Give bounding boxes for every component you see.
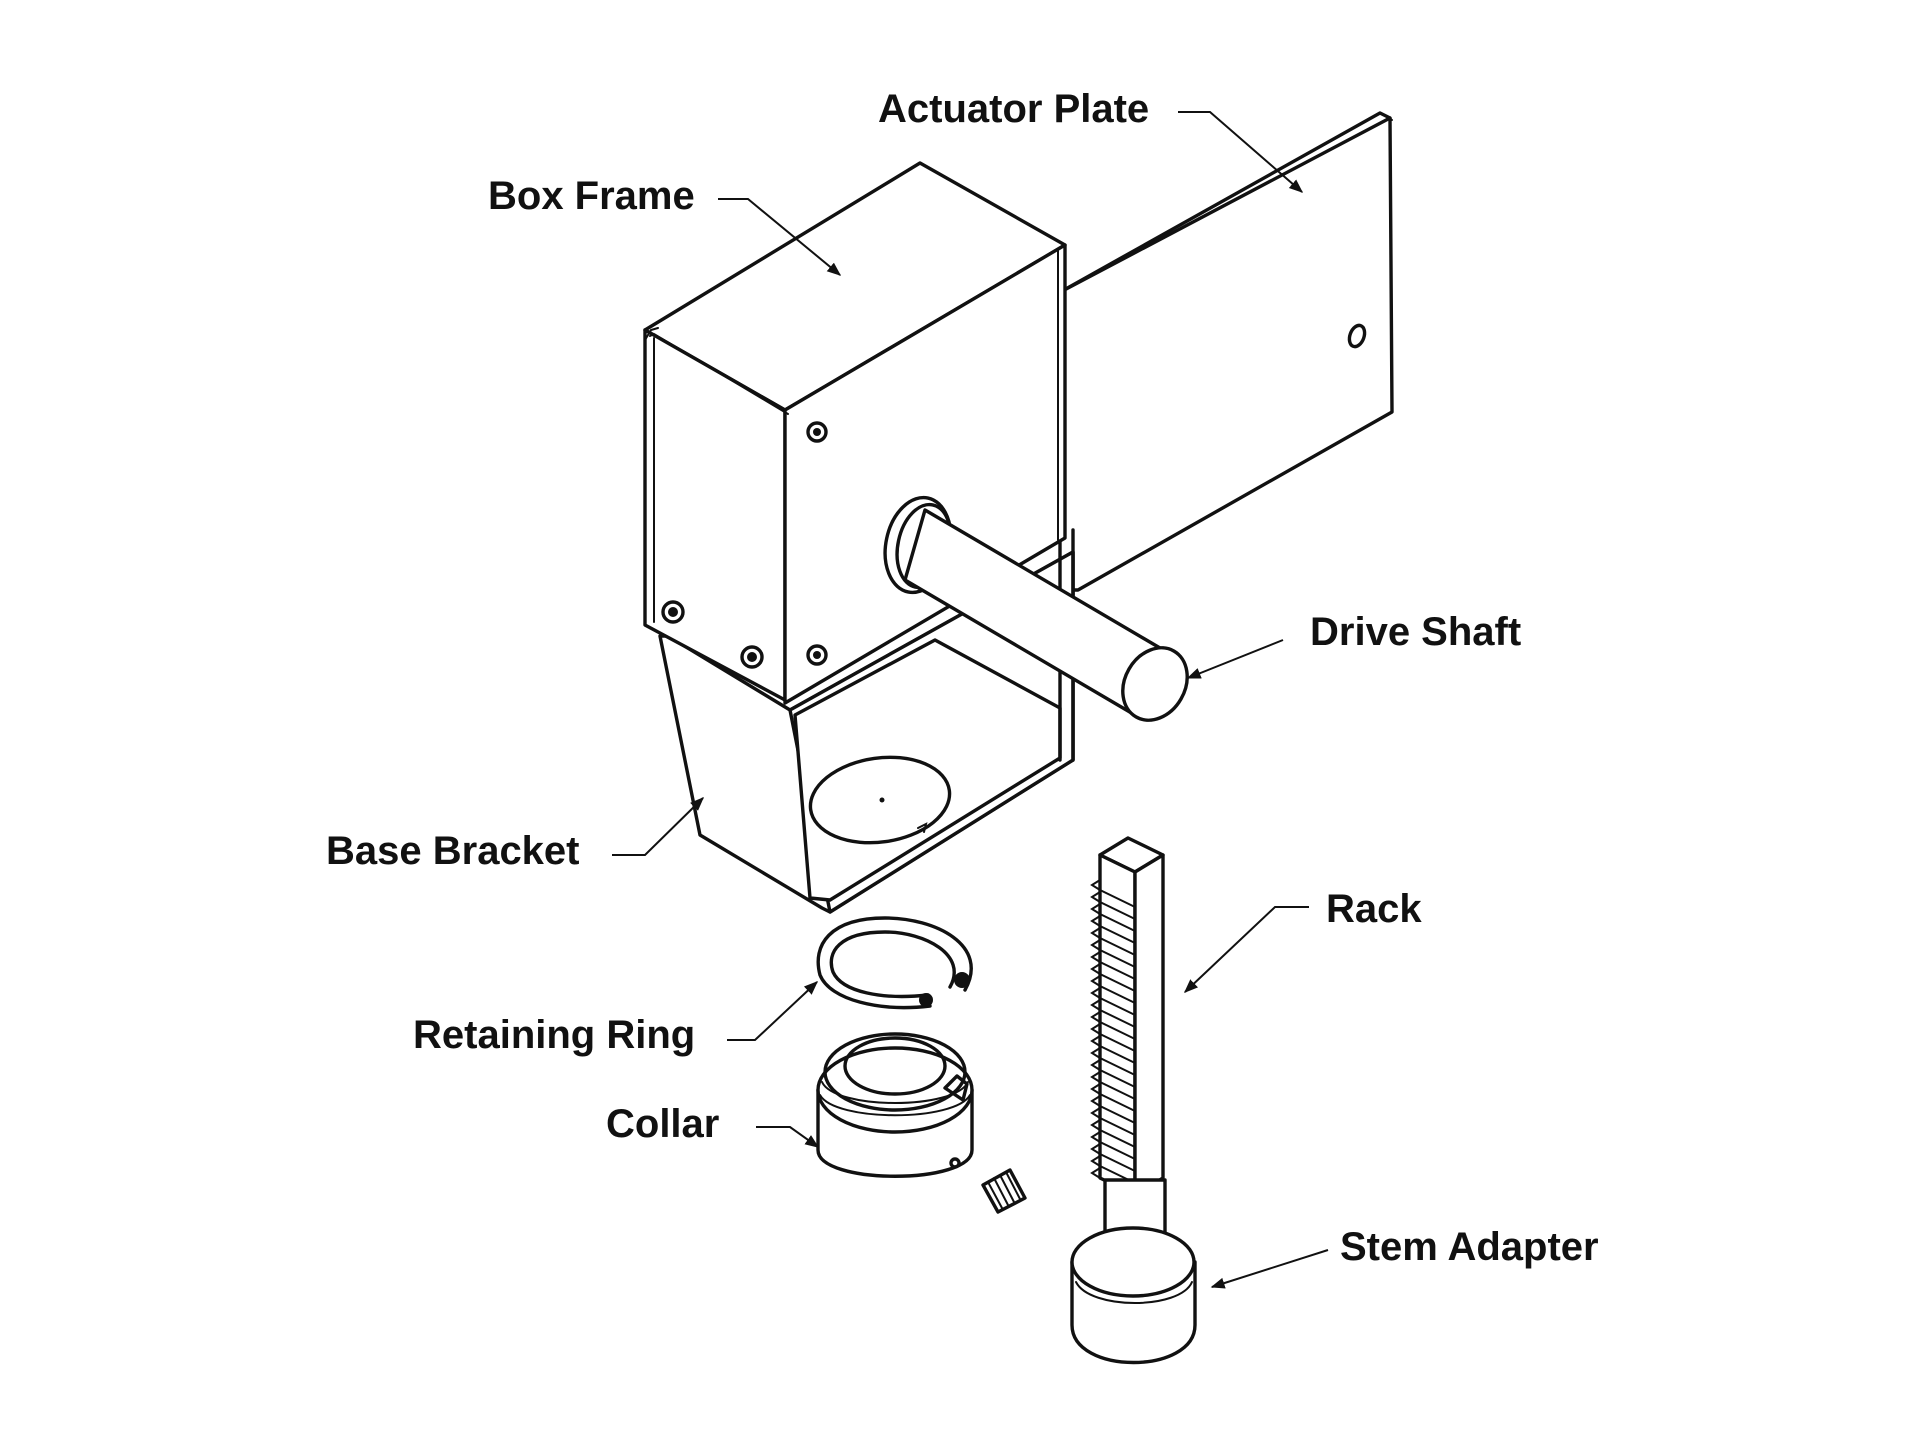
rack-tooth [1090,927,1136,956]
rack-tooth [1090,939,1136,968]
rack-tooth [1090,975,1136,1004]
rack-tooth [1090,1023,1136,1052]
label-collar: Collar [606,1102,719,1146]
rack-tooth [1090,1035,1136,1064]
rack-tooth [1090,987,1136,1016]
box-frame [643,161,1067,705]
rack-tooth [1090,951,1136,980]
base-bracket [658,528,1075,914]
leader-stem-adapter [1210,1249,1329,1289]
retaining-ring [816,916,973,1010]
leader-drive-shaft [1186,639,1284,679]
rack [1090,836,1167,1264]
leader-box-frame [718,198,842,276]
rack-tooth [1090,1107,1136,1136]
leader-actuator-plate [1178,111,1304,193]
leader-retaining-ring [727,981,819,1041]
rack-tooth [1090,891,1136,920]
rack-tooth [1090,963,1136,992]
rack-tooth [1090,1059,1136,1088]
rack-tooth [1090,1155,1136,1184]
rack-tooth [1090,1143,1136,1172]
rack-tooth [1090,1071,1136,1100]
rack-tooth [1090,1047,1136,1076]
rack-tooth [1090,1131,1136,1160]
rack-tooth [1090,1011,1136,1040]
leader-rack [1183,906,1309,993]
collar [816,1032,974,1178]
label-stem-adapter: Stem Adapter [1340,1225,1599,1269]
frame-screw [806,421,828,443]
rack-tooth [1090,999,1136,1028]
leader-lines [612,111,1329,1289]
leader-collar [756,1126,820,1148]
part-labels: Actuator Plate Box Frame Drive Shaft Bas… [326,87,1599,1269]
stem-adapter [1070,1226,1197,1365]
set-screw [981,1168,1027,1214]
frame-screw [806,644,828,666]
rack-tooth [1090,915,1136,944]
label-retaining-ring: Retaining Ring [413,1013,695,1057]
drive-shaft [883,495,1189,722]
label-actuator-plate: Actuator Plate [878,87,1149,131]
rack-tooth [1090,879,1136,908]
rack-tooth [1090,1095,1136,1124]
label-box-frame: Box Frame [488,174,695,218]
label-base-bracket: Base Bracket [326,829,580,873]
rack-tooth [1090,903,1136,932]
label-rack: Rack [1326,887,1422,931]
rack-tooth [1090,1083,1136,1112]
rack-tooth [1090,1119,1136,1148]
frame-screw [661,600,685,624]
label-drive-shaft: Drive Shaft [1310,610,1521,654]
leader-base-bracket [612,797,704,856]
frame-screw [740,645,764,669]
